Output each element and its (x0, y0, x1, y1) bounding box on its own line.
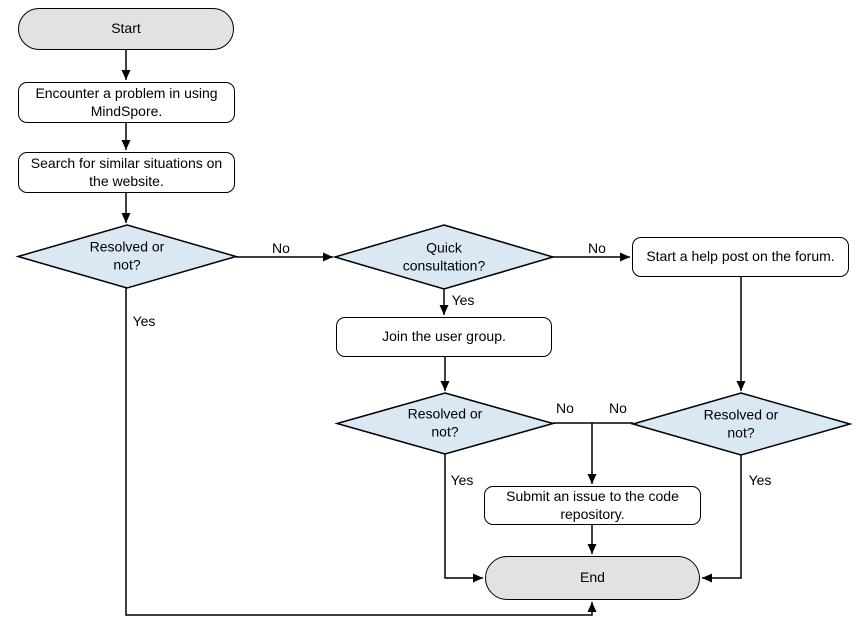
process-join-user-group: Join the user group. (336, 317, 552, 357)
end-label: End (580, 569, 605, 586)
decision-quick-shape (332, 224, 556, 290)
process-submit-issue: Submit an issue to the code repository. (484, 486, 701, 525)
process-encounter-problem: Encounter a problem in using MindSpore. (18, 82, 235, 123)
search-label: Search for similar situations on the web… (30, 155, 223, 189)
join-label: Join the user group. (382, 328, 506, 345)
edge-label-quick-no: No (588, 240, 606, 256)
decision-resolved3-shape (630, 392, 853, 456)
submit-label: Submit an issue to the code repository. (506, 488, 679, 522)
encounter-label: Encounter a problem in using MindSpore. (35, 85, 218, 119)
process-search-website: Search for similar situations on the web… (18, 152, 235, 193)
edge-label-resolved2-yes: Yes (450, 472, 474, 488)
edge-label-resolved3-no: No (609, 400, 627, 416)
forum-label: Start a help post on the forum. (646, 248, 835, 265)
end-terminal: End (485, 556, 700, 600)
decision-resolved3-label: Resolved or not? (703, 406, 779, 441)
decision-quick-label: Quick consultation? (402, 239, 486, 274)
edge-label-resolved2-no: No (556, 400, 574, 416)
edge-label-resolved1-yes: Yes (132, 313, 156, 329)
decision-resolved1-shape (15, 224, 239, 289)
decision-resolved2-shape (334, 392, 556, 455)
start-label: Start (111, 20, 141, 37)
edge-resolved2-yes-to-end (444, 454, 483, 583)
decision-resolved1-label: Resolved or not? (89, 238, 165, 273)
start-terminal: Start (18, 8, 234, 50)
edge-label-quick-yes: Yes (451, 292, 475, 308)
edge-label-resolved3-yes: Yes (748, 472, 772, 488)
edge-resolved1-yes-to-end (125, 288, 597, 616)
process-forum-post: Start a help post on the forum. (632, 237, 849, 277)
edge-resolved3-yes-to-end (702, 455, 742, 583)
edge-label-resolved1-no: No (272, 240, 290, 256)
decision-resolved2-label: Resolved or not? (407, 405, 483, 440)
